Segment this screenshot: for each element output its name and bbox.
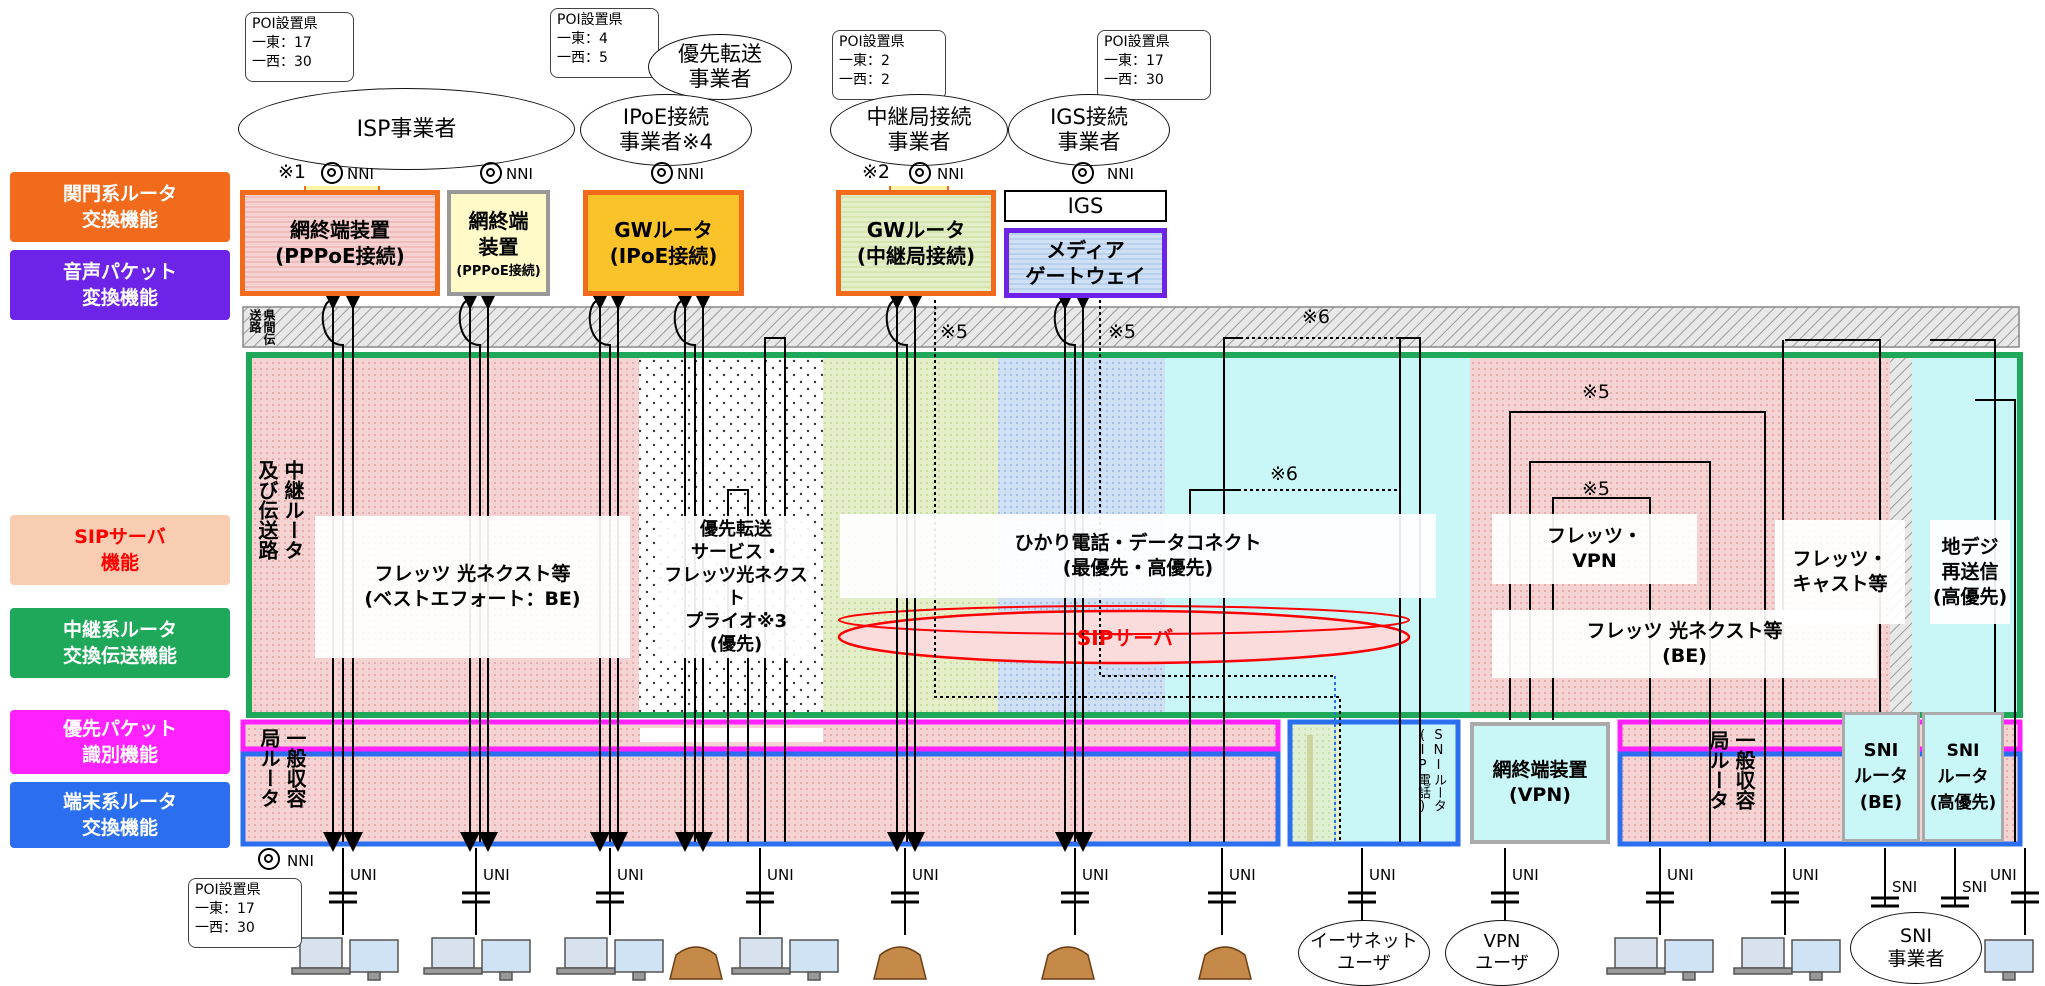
poi-box-bottom: POI設置県 一東：17 一西：30: [188, 878, 302, 948]
gw-router-ipoe: GWルータ (IPoE接続): [583, 190, 744, 296]
service-flets-be: フレッツ 光ネクスト等 (ベストエフォート：BE): [315, 516, 630, 658]
nte-pppoe: 網終端装置 (PPPoE接続): [240, 190, 440, 296]
phone-icon-group: [669, 946, 1252, 980]
media-gateway: メディア ゲートウェイ: [1004, 228, 1167, 298]
legend-relay-router: 中継系ルータ 交換伝送機能: [10, 608, 230, 678]
legend-sip-server: SIPサーバ 機能: [10, 515, 230, 585]
nni-symbol: [1072, 162, 1094, 184]
sni-operator: SNI 事業者: [1850, 912, 1982, 984]
service-flets-vpn: フレッツ・ VPN: [1492, 514, 1697, 584]
uni-label: UNI: [1792, 866, 1819, 884]
nni-symbol: [480, 162, 502, 184]
nni-symbol: [651, 162, 673, 184]
poi-box-isp: POI設置県 一東：17 一西：30: [245, 12, 354, 82]
sip-server: SIPサーバ: [1076, 625, 1174, 650]
nte-vpn: 網終端装置 (VPN): [1470, 722, 1610, 844]
nte-pppoe-small: 網終端 装置 (PPPoE接続): [447, 190, 550, 296]
uni-label: UNI: [617, 866, 644, 884]
igs-box: IGS: [1004, 190, 1167, 222]
uni-label: UNI: [1990, 866, 2017, 884]
legend-terminal-router: 端末系ルータ 交換機能: [10, 782, 230, 848]
nni-label: NNI: [677, 165, 704, 183]
pc-icon-group: [291, 937, 2034, 981]
note-2: ※2: [862, 161, 891, 183]
nte-pppoe-small-sub: (PPPoE接続): [456, 263, 541, 279]
uni-label: UNI: [767, 866, 794, 884]
nni-label: NNI: [287, 852, 314, 870]
inter-prefecture-transmission-label: 県間伝送路: [248, 309, 276, 345]
nni-label: NNI: [1107, 165, 1134, 183]
priority-transfer-operator: 優先転送 事業者: [648, 34, 792, 100]
poi-box-relay: POI設置県 一東：2 一西：2: [832, 30, 946, 100]
note-6: ※6: [1302, 306, 1331, 328]
uni-label: UNI: [912, 866, 939, 884]
poi-box-ipoe: POI設置県 一東：4 一西：5: [550, 8, 659, 78]
service-flets-cast: フレッツ・ キャスト等: [1775, 520, 1905, 624]
sni-label: SNI: [1962, 878, 1988, 896]
uni-label: UNI: [1229, 866, 1256, 884]
nni-label: NNI: [506, 165, 533, 183]
nte-pppoe-small-label: 網終端 装置: [468, 208, 529, 259]
legend-priority-packet: 優先パケット 識別機能: [10, 710, 230, 774]
uni-label: UNI: [1512, 866, 1539, 884]
local-router-label-right: 一般収容 局ルータ: [1706, 730, 1756, 810]
sni-router-be: SNI ルータ (BE): [1842, 712, 1920, 842]
relay-router-label: 中継ルータ 及び伝送路: [255, 460, 305, 560]
isp-operator: ISP事業者: [238, 88, 575, 170]
note-5: ※5: [1108, 321, 1137, 343]
sni-router-ip-phone-label: SNIルータ (IP電話): [1415, 728, 1446, 814]
note-6: ※6: [1270, 463, 1299, 485]
local-router-label-left: 一般収容 局ルータ: [257, 728, 307, 808]
ethernet-user: イーサネット ユーザ: [1298, 920, 1430, 986]
uni-label: UNI: [350, 866, 377, 884]
note-5: ※5: [1582, 381, 1611, 403]
note-5: ※5: [940, 321, 969, 343]
ipoe-operator: IPoE接続 事業者※4: [580, 94, 752, 166]
legend-gateway-router: 関門系ルータ 交換機能: [10, 172, 230, 242]
service-flets-be-2: フレッツ 光ネクスト等 (BE): [1492, 610, 1877, 678]
relay-operator: 中継局接続 事業者: [830, 94, 1008, 166]
vpn-user: VPN ユーザ: [1445, 920, 1559, 986]
uni-label: UNI: [1082, 866, 1109, 884]
uni-label: UNI: [483, 866, 510, 884]
note-1: ※1: [278, 161, 307, 183]
nni-symbol: [321, 162, 343, 184]
nni-label: NNI: [347, 165, 374, 183]
service-chideji: 地デジ 再送信 (高優先): [1930, 520, 2010, 624]
legend-voice-packet: 音声パケット 変換機能: [10, 250, 230, 320]
gw-router-relay: GWルータ (中継局接続): [836, 190, 996, 296]
note-5: ※5: [1582, 478, 1611, 500]
service-priority-transfer: 優先転送 サービス・ フレッツ光ネクスト プライオ※3 (優先): [660, 516, 812, 658]
nni-symbol: [909, 162, 931, 184]
nni-label: NNI: [937, 165, 964, 183]
uni-label: UNI: [1667, 866, 1694, 884]
sni-label: SNI: [1892, 878, 1918, 896]
nni-symbol: [258, 848, 280, 870]
uni-label: UNI: [1369, 866, 1396, 884]
poi-box-igs: POI設置県 一東：17 一西：30: [1097, 30, 1211, 100]
sni-router-high-priority: SNI ルータ (高優先): [1922, 712, 2004, 842]
igs-operator: IGS接続 事業者: [1008, 94, 1170, 166]
service-hikari-denwa: ひかり電話・データコネクト (最優先・高優先): [840, 514, 1436, 598]
